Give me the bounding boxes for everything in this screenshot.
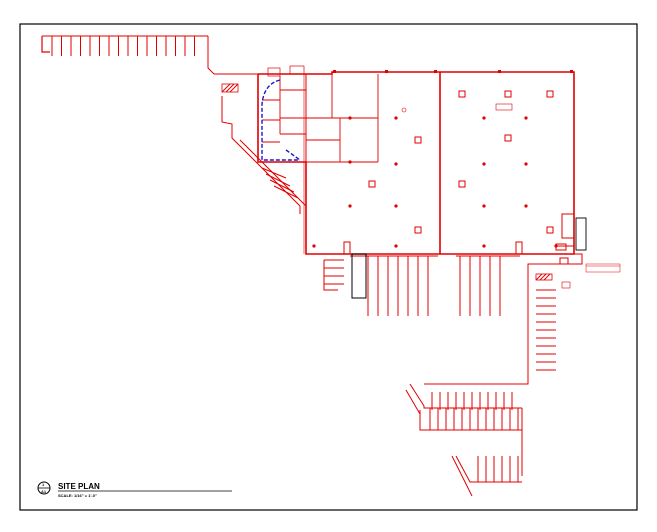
sheet-border (19, 23, 638, 511)
east-entry (424, 213, 621, 385)
detail-number: 1 (42, 482, 45, 487)
column-dot-icon (482, 204, 486, 208)
column-dot-icon (524, 116, 528, 120)
lower-parking (405, 383, 523, 497)
column-dot-icon (312, 244, 316, 248)
office-rooms (262, 65, 379, 163)
column-square-icon (458, 90, 466, 98)
column-square-icon (414, 136, 422, 144)
column-dot-icon (348, 116, 352, 120)
column-dot-icon (482, 116, 486, 120)
detail-sheet: A1 (41, 489, 47, 494)
column-dot-icon (524, 162, 528, 166)
column-dot-icon (524, 204, 528, 208)
column-dot-icon (482, 162, 486, 166)
accessible-route (261, 79, 301, 161)
column-square-icon (368, 180, 376, 188)
access-drive-left (221, 83, 307, 214)
parking-row-top-left (41, 35, 258, 75)
floor-plan (41, 35, 621, 497)
column-square-icon (504, 90, 512, 98)
column-dot-icon (394, 116, 398, 120)
column-square-icon (414, 226, 422, 234)
column-square-icon (458, 180, 466, 188)
drawing-title: SITE PLAN (58, 482, 100, 491)
column-square-icon (546, 226, 554, 234)
equipment-squares (368, 90, 554, 234)
column-dot-icon (394, 204, 398, 208)
column-grid (312, 116, 558, 248)
column-dot-icon (482, 244, 486, 248)
title-block: 1 A1 SITE PLAN SCALE: 1/16" = 1'-0" (37, 481, 232, 498)
column-dot-icon (348, 160, 352, 164)
column-dot-icon (348, 204, 352, 208)
wall-ticks (333, 70, 573, 73)
room-tags (401, 103, 513, 113)
south-parking (323, 241, 556, 371)
column-dot-icon (394, 244, 398, 248)
column-dot-icon (394, 162, 398, 166)
drawing-scale: SCALE: 1/16" = 1'-0" (58, 493, 97, 498)
column-square-icon (546, 90, 554, 98)
column-square-icon (504, 134, 512, 142)
